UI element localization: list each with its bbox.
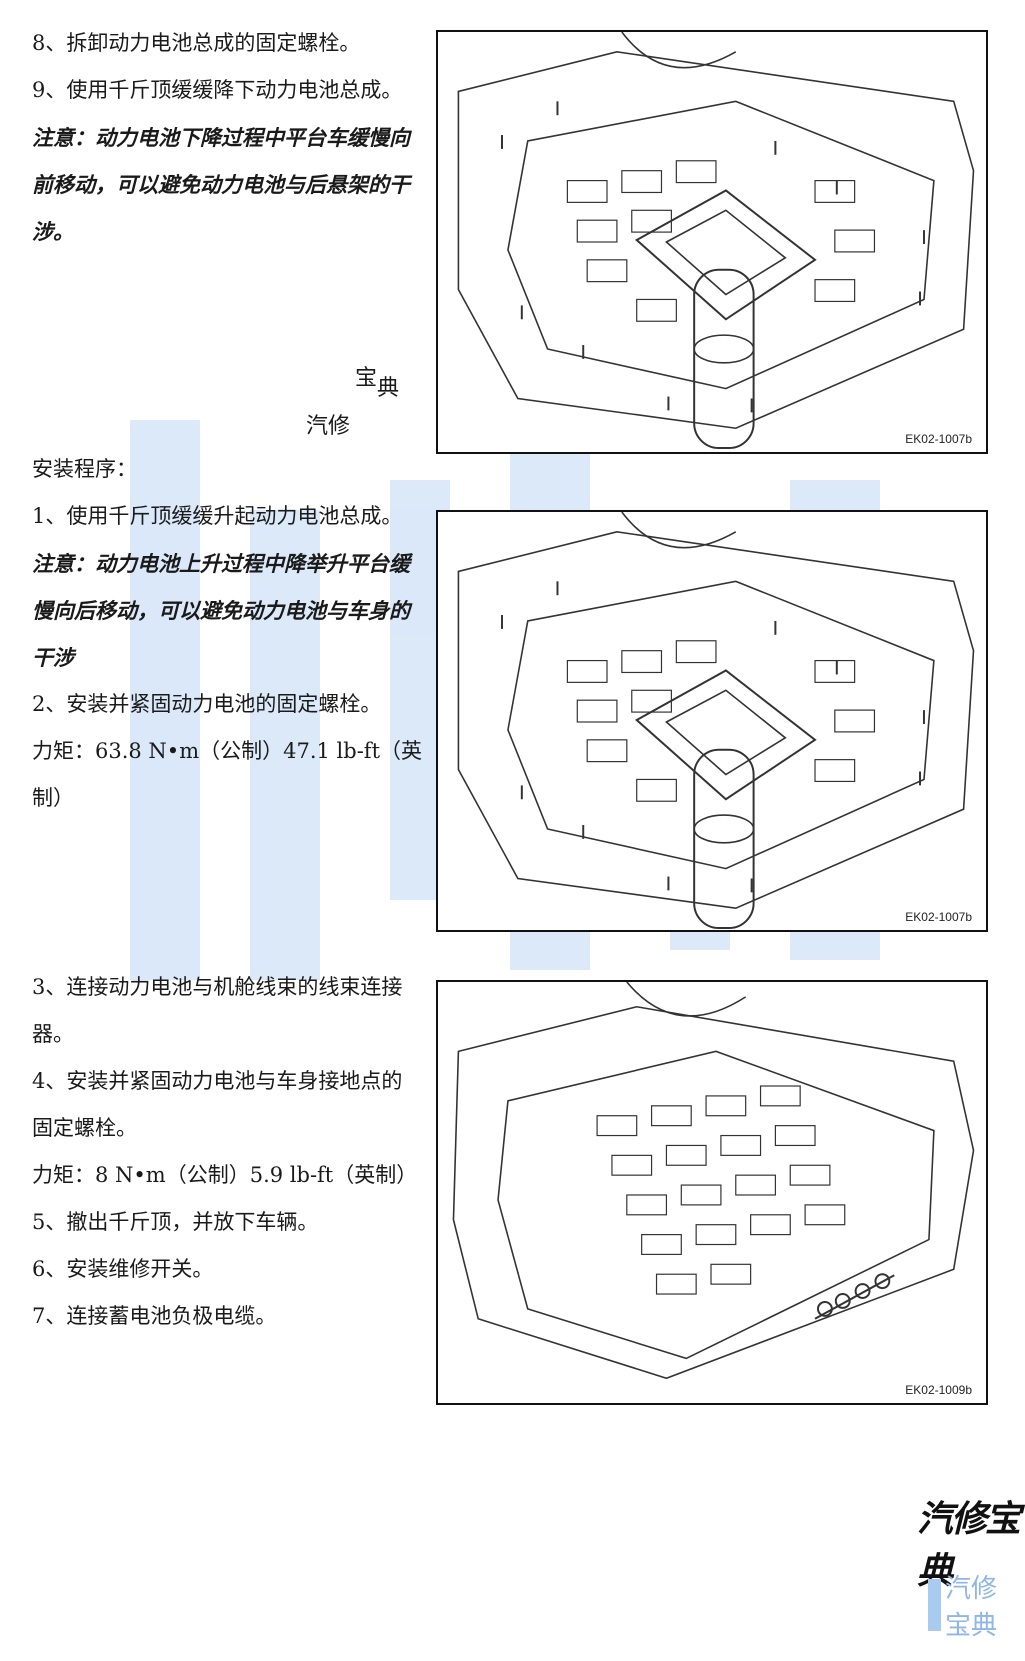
install-step-6: 6、安装维修开关。	[32, 1257, 214, 1281]
install-heading: 安装程序：	[32, 457, 137, 481]
install-step-4: 4、安装并紧固动力电池与车身接地点的固定螺栓。	[32, 1069, 403, 1140]
removal-step-9: 9、使用千斤顶缓缓降下动力电池总成。	[32, 78, 403, 102]
removal-note: 注意：动力电池下降过程中平台车缓慢向前移动，可以避免动力电池与后悬架的干涉。	[32, 125, 410, 244]
inline-mark-second: 汽修	[306, 414, 351, 439]
battery-tray-drawing	[457, 32, 975, 450]
figure-connector: EK02-1009b	[436, 980, 988, 1405]
install-note: 注意：动力电池上升过程中降举升平台缓慢向后移动，可以避免动力电池与车身的干涉	[32, 551, 410, 670]
install-step-1: 1、使用千斤顶缓缓升起动力电池总成。	[32, 504, 403, 528]
torque-spec-1: 力矩：63.8 N•m（公制）47.1 lb-ft（英制）	[32, 739, 423, 810]
battery-connector-drawing	[452, 982, 975, 1380]
removal-step-8: 8、拆卸动力电池总成的固定螺栓。	[32, 31, 361, 55]
removal-steps-block: 8、拆卸动力电池总成的固定螺栓。 9、使用千斤顶缓缓降下动力电池总成。 注意：动…	[32, 20, 422, 255]
figure-code: EK02-1007b	[903, 910, 974, 924]
figure-battery-install: EK02-1007b	[436, 510, 988, 932]
install-steps-block: 安装程序： 1、使用千斤顶缓缓升起动力电池总成。 注意：动力电池上升过程中降举升…	[32, 446, 422, 822]
install-step-5: 5、撤出千斤顶，并放下车辆。	[32, 1210, 319, 1234]
figure-battery-removal: EK02-1007b	[436, 30, 988, 454]
torque-spec-2: 力矩：8 N•m（公制）5.9 lb-ft（英制）	[32, 1163, 418, 1187]
seal-icon	[928, 1579, 941, 1631]
install-step-3: 3、连接动力电池与机舱线束的线束连接器。	[32, 975, 403, 1046]
install-steps-block-2: 3、连接动力电池与机舱线束的线束连接器。 4、安装并紧固动力电池与车身接地点的固…	[32, 964, 422, 1340]
battery-tray-drawing-2	[457, 512, 975, 930]
install-step-2: 2、安装并紧固动力电池的固定螺栓。	[32, 692, 382, 716]
figure-code: EK02-1007b	[903, 432, 974, 446]
figure-code: EK02-1009b	[903, 1383, 974, 1397]
brand-badge: 汽修宝典	[928, 1574, 1020, 1641]
inline-mark: 宝典	[355, 366, 400, 401]
install-step-7: 7、连接蓄电池负极电缆。	[32, 1304, 277, 1328]
